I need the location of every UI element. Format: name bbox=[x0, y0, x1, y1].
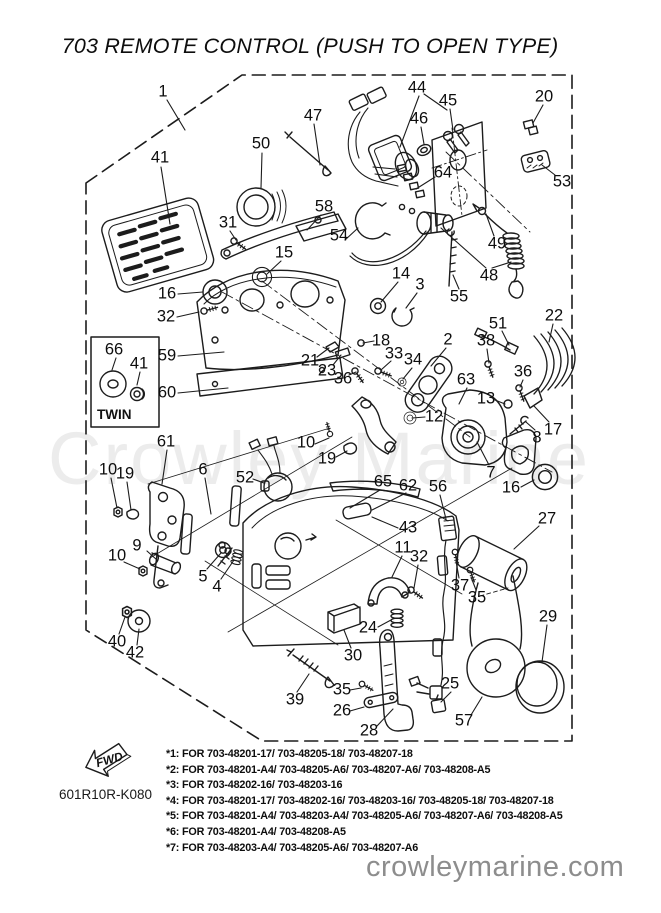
c-spring bbox=[354, 202, 391, 240]
lever-arm-28 bbox=[378, 629, 415, 732]
nut-13 bbox=[503, 399, 513, 409]
twin-option-box: TWIN bbox=[90, 336, 160, 428]
drawing-code: 601R10R-K080 bbox=[59, 787, 153, 802]
dashed-border bbox=[85, 74, 573, 742]
bolt-39 bbox=[286, 648, 335, 689]
knob bbox=[236, 187, 287, 227]
switch-panel bbox=[196, 269, 346, 397]
bracket-plate bbox=[404, 355, 453, 413]
footnote-line: *3: FOR 703-48202-16/ 703-48203-16 bbox=[166, 779, 343, 792]
washer-14 bbox=[369, 297, 387, 315]
bracket-strap bbox=[220, 211, 347, 260]
footnote-line: *2: FOR 703-48201-A4/ 703-48205-A6/ 703-… bbox=[166, 763, 491, 776]
coiled-cable bbox=[533, 327, 576, 395]
main-housing bbox=[242, 480, 460, 647]
connector-25 bbox=[430, 694, 447, 714]
shift-arm bbox=[351, 396, 397, 455]
rod-screw bbox=[284, 131, 332, 177]
strip-26 bbox=[363, 691, 399, 709]
pad-7 bbox=[501, 428, 537, 476]
retainer-ring bbox=[391, 307, 415, 327]
grommet-15 bbox=[251, 266, 273, 288]
terminals-64 bbox=[396, 163, 426, 215]
lever-grip bbox=[515, 660, 565, 714]
control-lever bbox=[456, 535, 528, 698]
frame-lines bbox=[147, 427, 513, 646]
applicability-footnotes: *1: FOR 703-48201-17/ 703-48205-18/ 703-… bbox=[166, 747, 563, 856]
arm-assembly bbox=[147, 481, 242, 589]
key-switch-assembly bbox=[347, 86, 488, 227]
block-53 bbox=[520, 149, 551, 173]
throttle-drum bbox=[441, 389, 508, 466]
footnote-line: *4: FOR 703-48201-17/ 703-48202-16/ 703-… bbox=[166, 794, 554, 807]
footnote-line: *5: FOR 703-48201-A4/ 703-48203-A4/ 703-… bbox=[166, 810, 563, 823]
washer-42 bbox=[127, 609, 151, 633]
footnote-line: *7: FOR 703-48203-A4/ 703-48205-A6/ 703-… bbox=[166, 841, 419, 854]
clamp-19a bbox=[126, 508, 140, 520]
nut-18 bbox=[357, 339, 365, 347]
cable-clamp-43 bbox=[342, 502, 372, 520]
twin-box-label: TWIN bbox=[97, 407, 132, 422]
wedge-17 bbox=[523, 387, 543, 409]
main-switch bbox=[349, 211, 454, 266]
clamp-11 bbox=[367, 577, 411, 605]
axis-lines bbox=[221, 151, 553, 473]
buzzer bbox=[248, 436, 293, 502]
mount-plate bbox=[431, 121, 487, 227]
pivot-pin bbox=[148, 552, 182, 575]
fwd-badge-label: FWD bbox=[94, 749, 124, 770]
long-screw-55 bbox=[446, 228, 458, 287]
grommet-16 bbox=[202, 279, 228, 305]
vent-cover bbox=[101, 197, 215, 293]
wire-56 bbox=[408, 515, 458, 700]
cable-51 bbox=[474, 327, 519, 355]
fwd-badge: FWD bbox=[85, 742, 132, 777]
clamp-19b bbox=[343, 442, 358, 455]
lanyard-clip-cord bbox=[472, 203, 525, 299]
footnote-line: *6: FOR 703-48201-A4/ 703-48208-A5 bbox=[166, 825, 346, 838]
site-watermark: crowleymarine.com bbox=[366, 851, 625, 883]
footnote-line: *1: FOR 703-48201-17/ 703-48205-18/ 703-… bbox=[166, 748, 413, 760]
plate-23 bbox=[334, 347, 351, 360]
bracket-30 bbox=[327, 603, 361, 634]
page-title: 703 REMOTE CONTROL (PUSH TO OPEN TYPE) bbox=[61, 34, 559, 58]
clip-20 bbox=[522, 119, 539, 136]
bolt-8 bbox=[509, 415, 529, 435]
leader-lines bbox=[110, 93, 556, 727]
clip-21 bbox=[325, 341, 340, 353]
